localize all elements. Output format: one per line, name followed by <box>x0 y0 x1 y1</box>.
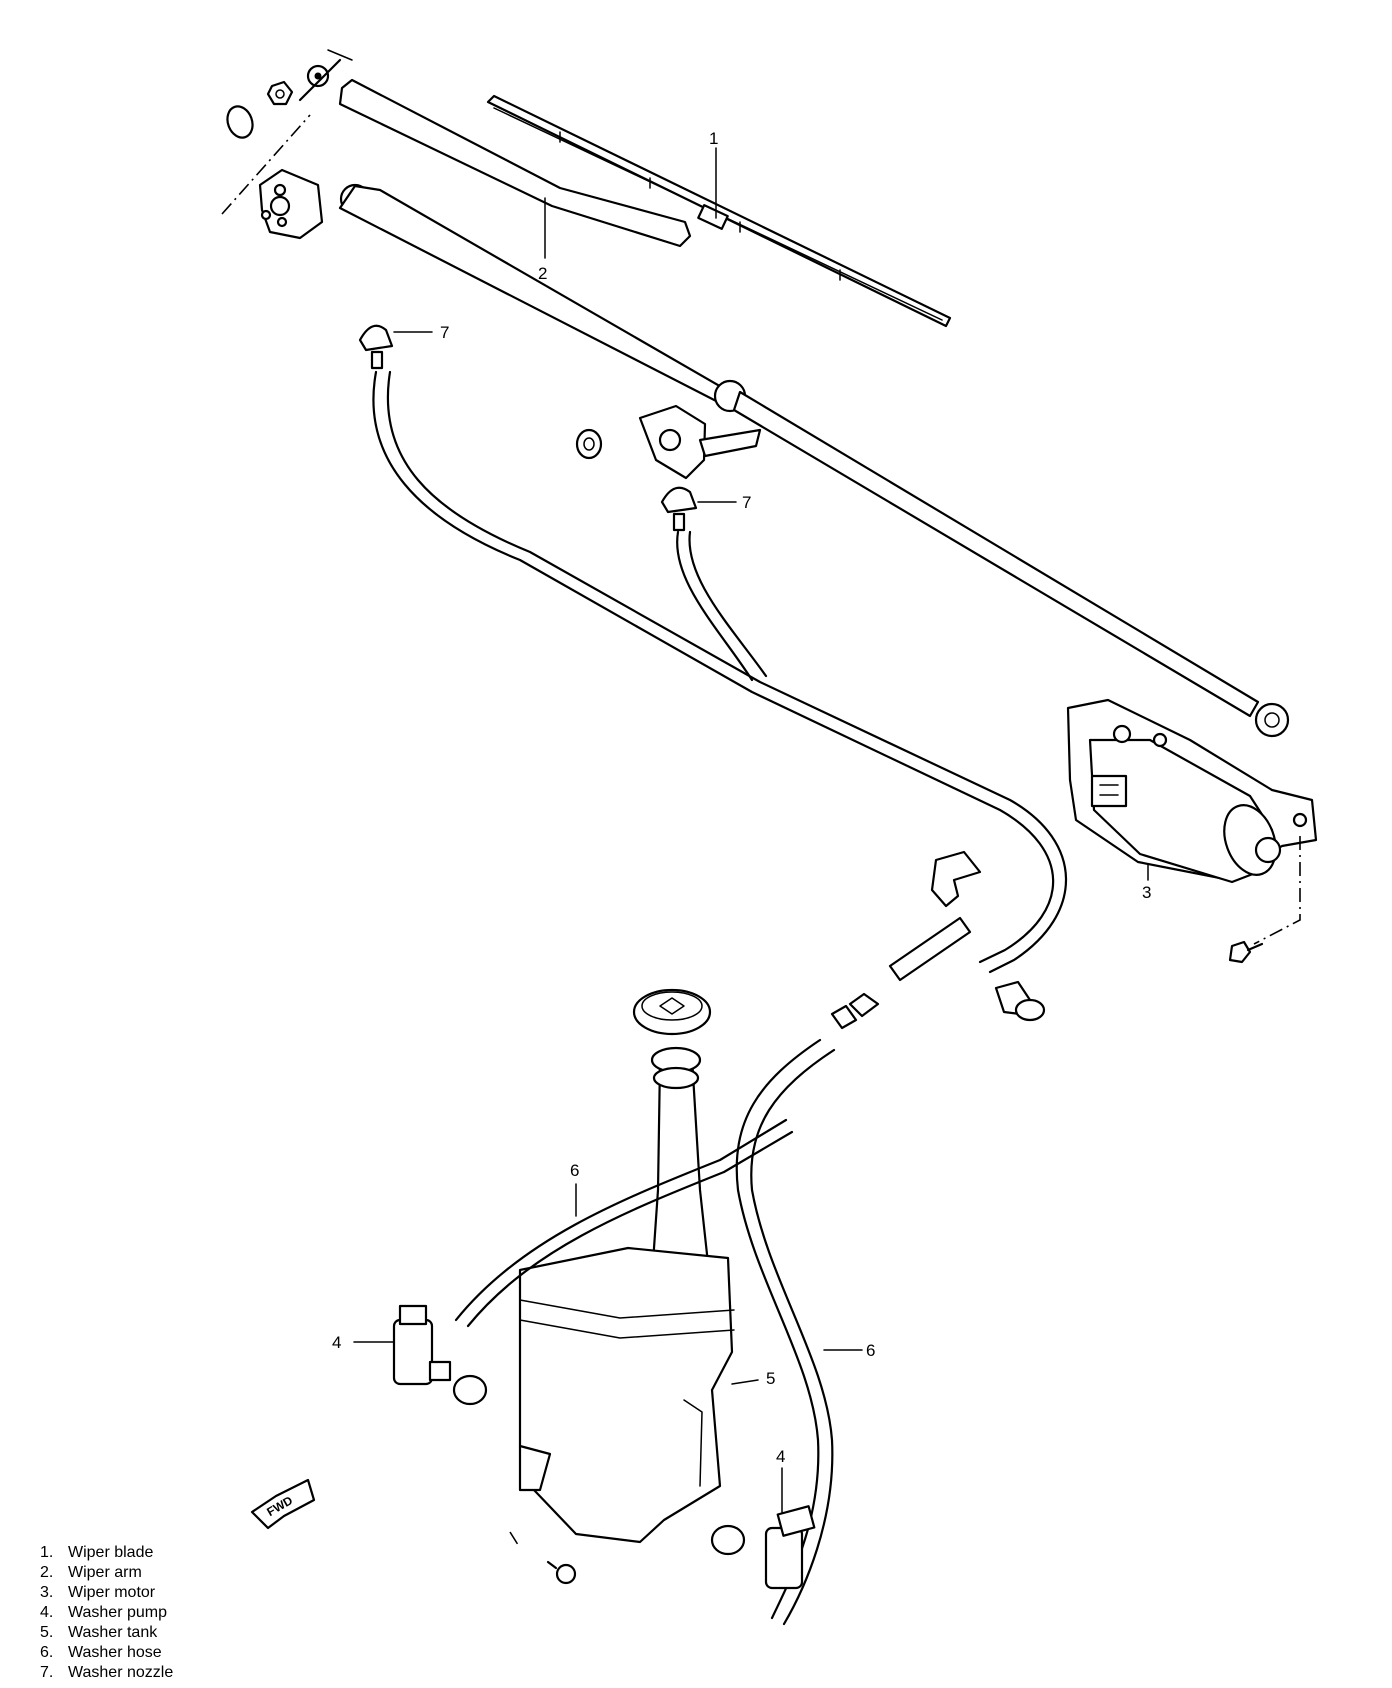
arm-cap <box>226 105 254 139</box>
callout-7-upper: 7 <box>440 323 449 342</box>
legend-item: 2. Wiper arm <box>40 1563 173 1583</box>
legend-label: Wiper arm <box>68 1564 142 1581</box>
callout-6-left: 6 <box>570 1161 579 1180</box>
pump-grommet-left <box>452 1374 488 1406</box>
legend-label: Washer hose <box>68 1644 162 1661</box>
washer-pump-right <box>764 1505 816 1590</box>
legend-number: 3. <box>40 1584 54 1601</box>
wiper-linkage <box>258 168 1290 738</box>
legend-item: 3. Wiper motor <box>40 1583 173 1603</box>
callout-6-right: 6 <box>866 1341 875 1360</box>
motor-bolt <box>1228 940 1264 964</box>
legend-item: 1. Wiper blade <box>40 1543 173 1563</box>
callout-5: 5 <box>766 1369 775 1388</box>
washer-nozzle-upper <box>358 324 394 370</box>
arm-nut <box>266 80 294 106</box>
parts-legend: 1.Wiper blade 2.Wiper arm 3.Wiper motor … <box>40 1543 173 1683</box>
washer-pump-left <box>392 1304 452 1386</box>
legend-label: Washer nozzle <box>68 1664 174 1681</box>
pump-grommet-right <box>710 1524 746 1556</box>
wiper-motor <box>1066 698 1318 884</box>
legend-number: 1. <box>40 1544 54 1561</box>
washer-hose-upper <box>372 370 1068 1030</box>
washer-tank <box>518 1046 735 1544</box>
hose-clip-1 <box>930 850 982 908</box>
legend-label: Wiper motor <box>68 1584 156 1601</box>
callout-2: 2 <box>538 264 547 283</box>
washer-hose-pumps <box>454 1038 836 1626</box>
legend-item: 4. Washer pump <box>40 1603 173 1623</box>
tank-cap <box>632 988 712 1036</box>
callout-4-left: 4 <box>332 1333 341 1352</box>
wiper-blade <box>486 94 952 328</box>
fwd-arrow-icon: FWD <box>250 1478 316 1530</box>
legend-number: 6. <box>40 1644 54 1661</box>
callout-4-right: 4 <box>776 1447 785 1466</box>
callout-3: 3 <box>1142 883 1151 902</box>
legend-number: 4. <box>40 1604 54 1621</box>
legend-number: 2. <box>40 1564 54 1581</box>
callout-1: 1 <box>709 129 718 148</box>
callout-7-lower: 7 <box>742 493 751 512</box>
legend-label: Washer tank <box>68 1624 158 1641</box>
hose-clip-2 <box>994 980 1046 1022</box>
tank-bolt <box>546 1560 577 1585</box>
legend-item: 7. Washer nozzle <box>40 1663 173 1683</box>
legend-label: Wiper blade <box>68 1544 154 1561</box>
legend-number: 7. <box>40 1664 54 1681</box>
legend-item: 5. Washer tank <box>40 1623 173 1643</box>
wiper-arm <box>298 49 692 248</box>
legend-item: 6. Washer hose <box>40 1643 173 1663</box>
legend-label: Washer pump <box>68 1604 167 1621</box>
washer-nozzle-lower <box>660 486 698 532</box>
legend-number: 5. <box>40 1624 54 1641</box>
